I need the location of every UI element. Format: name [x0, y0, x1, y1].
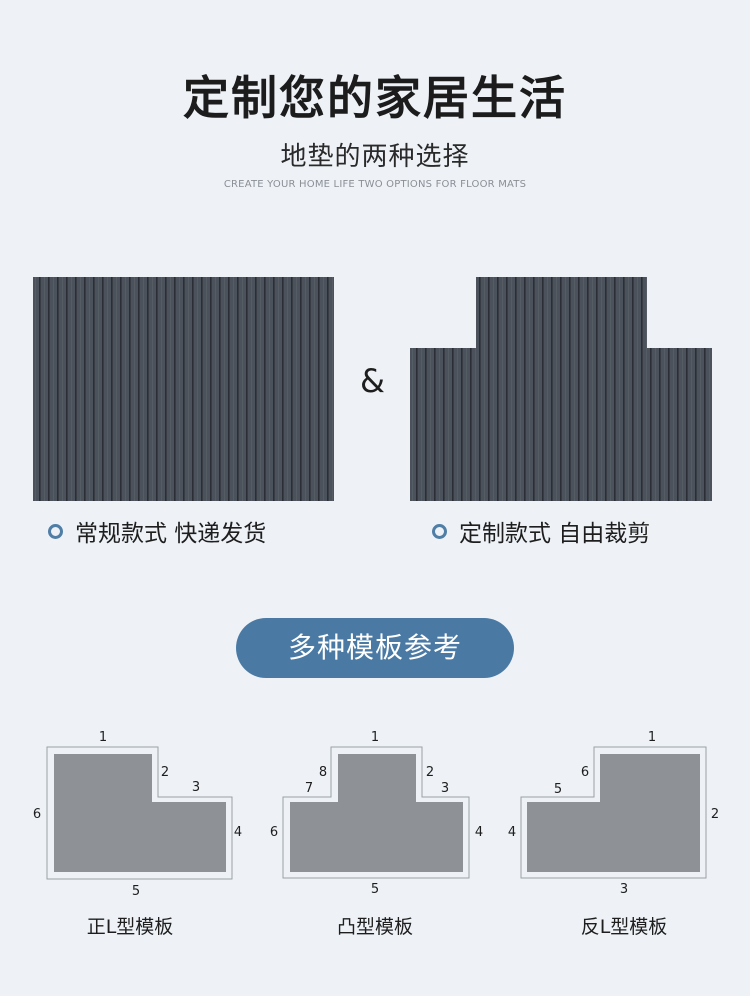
- page-title: 定制您的家居生活: [183, 71, 567, 125]
- ampersand: &: [360, 362, 385, 400]
- template-convex: 1 2 3 4 5 6 7 8: [270, 730, 483, 897]
- templates-section-button[interactable]: 多种模板参考: [236, 618, 514, 678]
- edge-label: 3: [620, 882, 628, 897]
- edge-label: 7: [305, 781, 313, 796]
- standard-option-label: 常规款式 快递发货: [75, 521, 267, 547]
- custom-option: 定制款式 自由裁剪: [432, 514, 650, 548]
- standard-mat-image: [33, 277, 334, 501]
- custom-option-label: 定制款式 自由裁剪: [459, 521, 651, 547]
- page-subtitle: 地垫的两种选择: [280, 142, 470, 172]
- edge-label: 5: [554, 782, 562, 797]
- edge-label: 2: [161, 765, 169, 780]
- standard-option: 常规款式 快递发货: [48, 514, 266, 548]
- edge-label: 3: [441, 781, 449, 796]
- edge-label: 1: [99, 730, 107, 745]
- edge-label: 4: [508, 825, 516, 840]
- edge-label: 2: [426, 765, 434, 780]
- template-name-regular-l: 正L型模板: [86, 916, 174, 938]
- edge-label: 5: [132, 884, 140, 899]
- custom-mat-image: [410, 277, 712, 501]
- edge-label: 6: [270, 825, 278, 840]
- edge-label: 4: [234, 825, 242, 840]
- edge-label: 3: [192, 780, 200, 795]
- edge-label: 6: [33, 807, 41, 822]
- circle-bullet-icon: [432, 523, 447, 539]
- edge-label: 8: [319, 765, 327, 780]
- edge-label: 5: [371, 882, 379, 897]
- edge-label: 6: [581, 765, 589, 780]
- edge-label: 1: [648, 730, 656, 745]
- edge-label: 1: [371, 730, 379, 745]
- edge-label: 2: [711, 807, 719, 822]
- circle-bullet-icon: [48, 523, 63, 539]
- template-name-convex: 凸型模板: [336, 916, 413, 938]
- template-regular-l: 1 2 3 4 5 6: [33, 730, 242, 899]
- template-name-reverse-l: 反L型模板: [580, 916, 668, 938]
- template-reverse-l: 1 2 3 4 5 6: [508, 730, 719, 897]
- page-subtitle-english: CREATE YOUR HOME LIFE TWO OPTIONS FOR FL…: [223, 179, 527, 190]
- edge-label: 4: [475, 825, 483, 840]
- templates-diagram: 1 2 3 4 5 6 1 2 3 4 5 6 7 8 1 2 3 4 5 6: [33, 730, 719, 899]
